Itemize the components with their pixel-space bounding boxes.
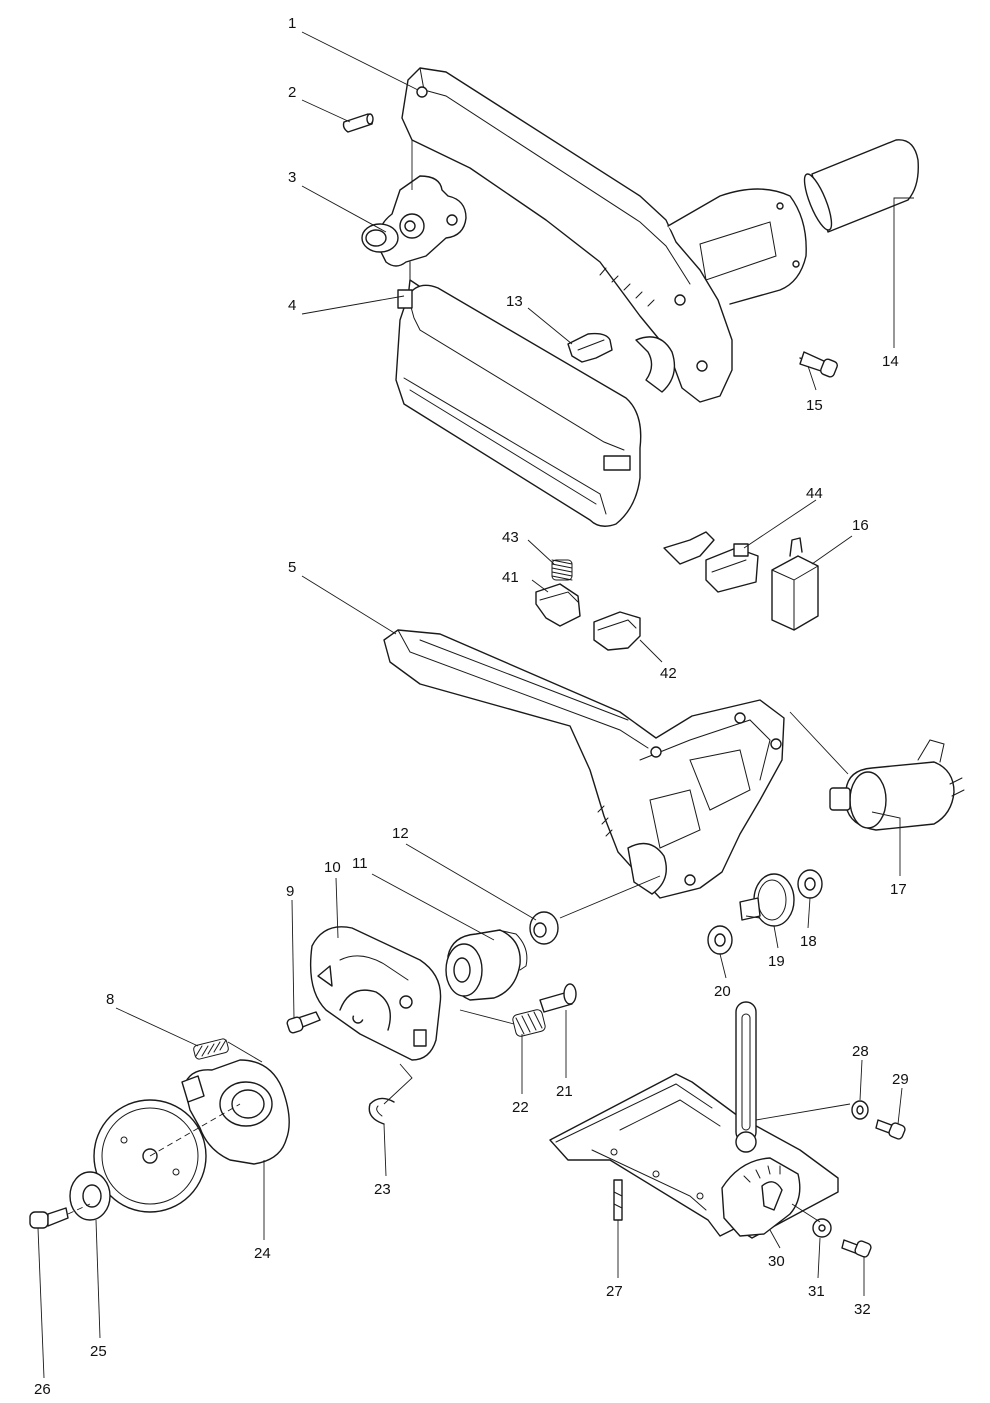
part-22-spring — [512, 1009, 546, 1037]
part-42-latch — [593, 611, 641, 651]
callout-27: 27 — [606, 1283, 623, 1300]
callout-10: 10 — [324, 859, 341, 876]
part-27-screw — [613, 1179, 623, 1221]
part-23-retaining-ring — [368, 1097, 395, 1125]
callout-21: 21 — [556, 1083, 573, 1100]
part-17-motor — [829, 739, 965, 831]
callout-24: 24 — [254, 1245, 271, 1262]
callout-31: 31 — [808, 1283, 825, 1300]
callout-11: 11 — [352, 855, 368, 872]
part-10-blade-guard — [309, 926, 442, 1061]
part-28-washer — [851, 1100, 869, 1120]
callout-1: 1 — [288, 15, 296, 32]
part-11-gear-housing — [445, 929, 528, 1001]
callout-43: 43 — [502, 529, 519, 546]
callout-30: 30 — [768, 1253, 785, 1270]
part-5-lower-housing — [383, 629, 785, 899]
callout-29: 29 — [892, 1071, 909, 1088]
callout-15: 15 — [806, 397, 823, 414]
callout-12: 12 — [392, 825, 409, 842]
callout-labels: 1 2 3 4 5 8 9 10 11 12 13 14 15 16 17 18… — [34, 15, 909, 1398]
callout-28: 28 — [852, 1043, 869, 1060]
part-26-bolt — [29, 1203, 91, 1229]
saw-blade — [93, 1099, 241, 1213]
callout-4: 4 — [288, 297, 296, 314]
part-12-bearing — [529, 911, 559, 945]
part-8-spring — [193, 1038, 229, 1060]
callout-13: 13 — [506, 293, 523, 310]
callout-44: 44 — [806, 485, 823, 502]
part-32-screw — [841, 1239, 872, 1258]
part-20-bearing — [707, 925, 733, 955]
part-18-bearing — [797, 869, 823, 899]
part-2-pin — [342, 113, 374, 133]
callout-41: 41 — [502, 569, 519, 586]
part-41-lever — [535, 583, 581, 627]
part-13-clip — [567, 332, 613, 363]
callout-17: 17 — [890, 881, 907, 898]
part-1-upper-housing — [401, 67, 807, 403]
part-16-switch — [771, 537, 819, 631]
part-24-safety-guard — [181, 1059, 290, 1165]
callout-5: 5 — [288, 559, 296, 576]
callout-3: 3 — [288, 169, 296, 186]
callout-18: 18 — [800, 933, 817, 950]
part-14-grip — [803, 139, 919, 233]
callout-32: 32 — [854, 1301, 871, 1318]
callout-8: 8 — [106, 991, 114, 1008]
part-30-bevel-scale — [721, 1157, 801, 1237]
part-31-washer — [812, 1218, 832, 1238]
callout-25: 25 — [90, 1343, 107, 1360]
callout-26: 26 — [34, 1381, 51, 1398]
part-44-switch-actuator — [663, 531, 759, 593]
callout-19: 19 — [768, 953, 785, 970]
callout-16: 16 — [852, 517, 869, 534]
callout-22: 22 — [512, 1099, 529, 1116]
part-43-spring — [551, 559, 573, 581]
callout-14: 14 — [882, 353, 899, 370]
part-19-gear — [739, 873, 795, 927]
part-15-screw — [799, 351, 838, 378]
callout-23: 23 — [374, 1181, 391, 1198]
callout-42: 42 — [660, 665, 677, 682]
part-21-shoulder-bolt — [539, 983, 577, 1013]
callout-9: 9 — [286, 883, 294, 900]
callout-20: 20 — [714, 983, 731, 1000]
leader-lines — [37, 31, 914, 1379]
part-29-screw — [875, 1119, 906, 1140]
callout-2: 2 — [288, 84, 296, 101]
part-9-screw — [286, 1011, 321, 1034]
part-4-guide-rail — [395, 284, 642, 527]
part-25-outer-flange — [69, 1171, 111, 1221]
